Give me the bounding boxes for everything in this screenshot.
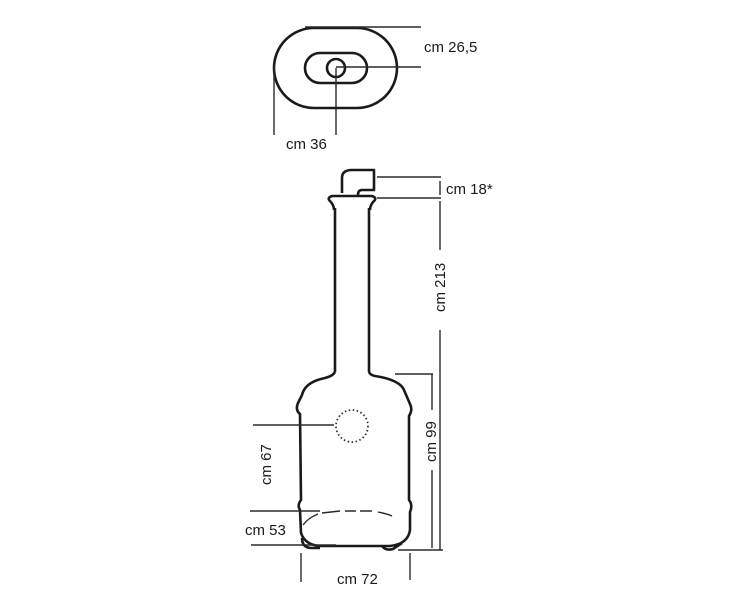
door-hidden-line — [302, 510, 393, 526]
flue-collar — [327, 194, 377, 211]
width-label: cm 36 — [286, 136, 327, 153]
rear-outlet-circle — [335, 409, 369, 443]
body-height-label: cm 99 — [423, 421, 440, 462]
total-height-label: cm 213 — [432, 263, 449, 312]
foot-right — [380, 541, 403, 551]
outlet-height-label: cm 67 — [258, 444, 275, 485]
stove-body — [295, 371, 413, 548]
top-view: cm 26,5 cm 36 — [272, 26, 477, 153]
flue-elbow — [340, 168, 376, 196]
side-view: cm 18* cm 213 cm 99 cm 67 cm 53 cm 72 — [245, 168, 493, 588]
flue-label: cm 18* — [446, 181, 493, 198]
foot-left — [300, 537, 320, 550]
door-height-label: cm 53 — [245, 522, 286, 539]
base-width-label: cm 72 — [337, 571, 378, 588]
depth-label: cm 26,5 — [424, 39, 477, 56]
